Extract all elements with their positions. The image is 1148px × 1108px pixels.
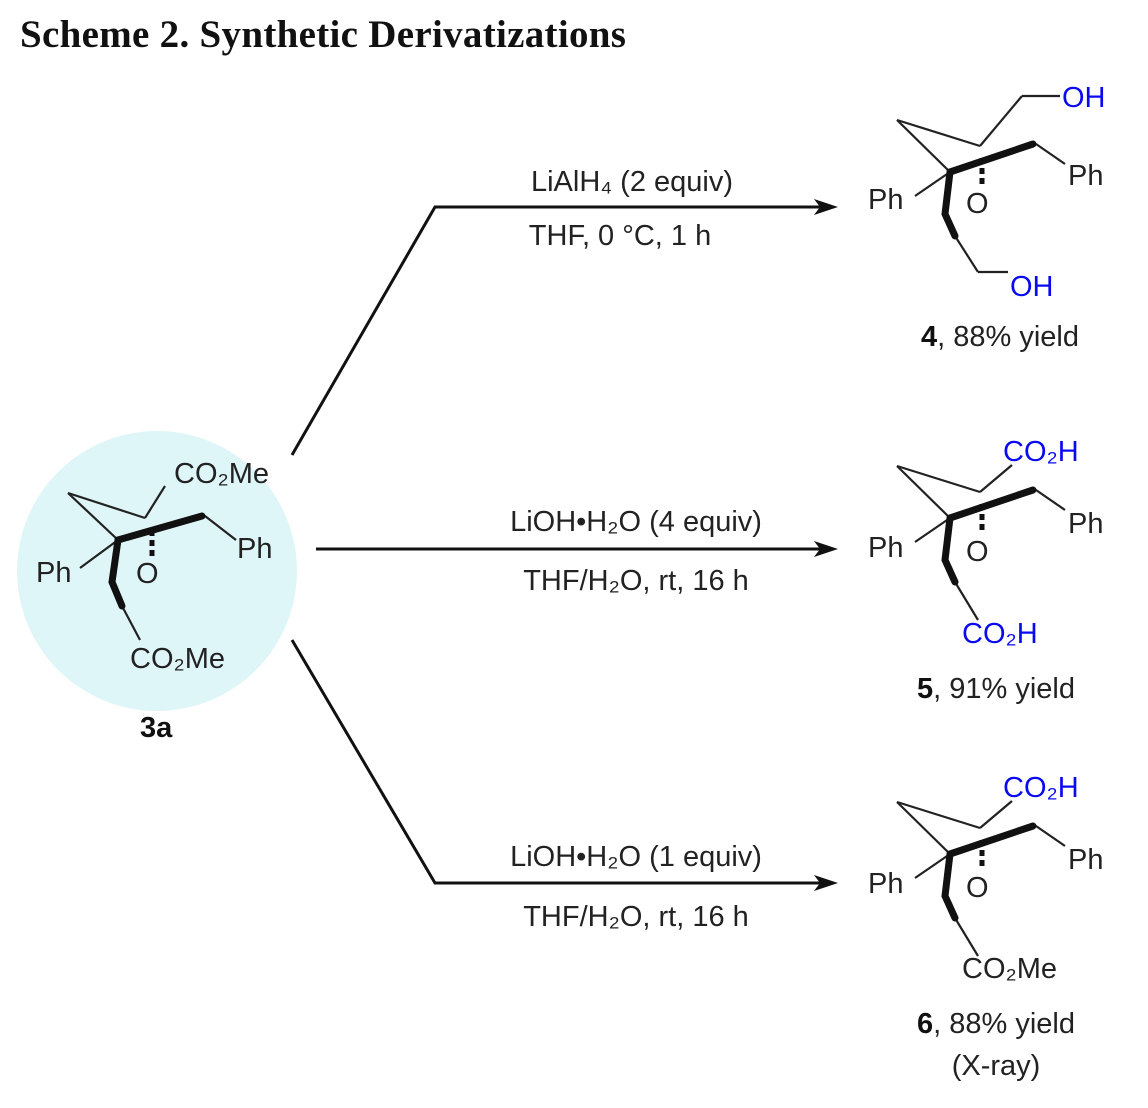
product-6-ph-right: Ph xyxy=(1068,844,1103,876)
bond xyxy=(979,800,1013,829)
start-ph-left: Ph xyxy=(36,557,71,589)
bond xyxy=(896,801,951,855)
bond xyxy=(1035,143,1066,165)
rxn2-conditions-bottom: THF/H₂O, rt, 16 h xyxy=(523,565,749,597)
bold-bond xyxy=(946,486,1037,522)
bond xyxy=(954,917,979,957)
bond xyxy=(914,171,951,197)
bond xyxy=(896,465,951,519)
product-4-molecule: OH Ph Ph O OH xyxy=(868,82,1106,303)
product-6-molecule: CO₂H Ph Ph O CO₂Me xyxy=(868,772,1103,985)
product-4-bottom-group: OH xyxy=(1010,271,1054,303)
bond xyxy=(954,235,979,273)
product-5-ph-left: Ph xyxy=(868,532,903,564)
start-compound-label: 3a xyxy=(140,712,173,744)
bond xyxy=(954,581,979,621)
start-molecule: CO₂Me Ph Ph O CO₂Me xyxy=(36,458,272,675)
product-4-ph-left: Ph xyxy=(868,184,903,216)
bond xyxy=(979,95,1023,147)
bold-bond xyxy=(946,822,1037,858)
rxn2-conditions-top: LiOH•H₂O (4 equiv) xyxy=(510,506,762,538)
bond xyxy=(896,118,981,148)
bold-bond xyxy=(114,512,206,544)
bond xyxy=(896,800,981,830)
product-4-number: 4 xyxy=(921,321,937,353)
product-4-oxygen: O xyxy=(966,188,989,220)
start-oxygen: O xyxy=(136,558,159,590)
product-6-bottom-group: CO₂Me xyxy=(962,953,1057,985)
scheme-title: Scheme 2. Synthetic Derivatizations xyxy=(20,13,627,56)
product-6-label: 6, 88% yield xyxy=(917,1008,1075,1040)
product-5-ph-right: Ph xyxy=(1068,508,1103,540)
arrow-1 xyxy=(290,199,838,456)
start-ph-right: Ph xyxy=(237,533,272,565)
arrow-1-head xyxy=(814,199,838,215)
product-5-top-group: CO₂H xyxy=(1003,436,1079,468)
start-group-bottom: CO₂Me xyxy=(130,643,225,675)
bond xyxy=(121,605,141,641)
bond xyxy=(1035,825,1066,847)
rxn3-conditions-top: LiOH•H₂O (1 equiv) xyxy=(510,841,762,873)
bond xyxy=(79,539,119,569)
bond xyxy=(67,492,119,541)
bold-bond xyxy=(941,514,959,586)
arrow-3-head xyxy=(814,875,838,891)
highlight-circle xyxy=(17,431,297,711)
bold-bond xyxy=(941,168,959,240)
bond xyxy=(896,119,951,173)
product-5-number: 5 xyxy=(917,673,933,705)
start-group-top: CO₂Me xyxy=(174,458,269,490)
product-5-molecule: CO₂H Ph Ph O CO₂H xyxy=(868,436,1103,650)
product-6-ph-left: Ph xyxy=(868,868,903,900)
arrow-3 xyxy=(290,639,838,891)
product-5-oxygen: O xyxy=(966,536,989,568)
bold-bond xyxy=(946,140,1037,176)
rxn1-conditions-top: LiAlH₄ (2 equiv) xyxy=(531,166,733,198)
arrow-3-line xyxy=(290,639,820,885)
product-5-bottom-group: CO₂H xyxy=(962,618,1038,650)
product-5-yield: , 91% yield xyxy=(933,673,1075,705)
bond xyxy=(204,515,237,541)
product-4-label: 4, 88% yield xyxy=(921,321,1079,353)
product-4-top-group: OH xyxy=(1062,82,1106,114)
bond xyxy=(914,853,951,879)
arrow-2 xyxy=(316,541,838,557)
rxn1-conditions-bottom: THF, 0 °C, 1 h xyxy=(529,220,711,252)
bold-bond xyxy=(108,536,126,610)
bond xyxy=(914,517,951,543)
bond xyxy=(67,491,146,520)
product-4-ph-right: Ph xyxy=(1068,160,1103,192)
bond xyxy=(1035,489,1066,511)
rxn3-conditions-bottom: THF/H₂O, rt, 16 h xyxy=(523,901,749,933)
bond xyxy=(896,464,981,494)
bond xyxy=(144,485,166,519)
arrow-1-line xyxy=(290,205,820,456)
product-5-label: 5, 91% yield xyxy=(917,673,1075,705)
bond xyxy=(979,464,1013,493)
product-6-top-group: CO₂H xyxy=(1003,772,1079,804)
arrow-2-head xyxy=(814,541,838,557)
product-6-yield: , 88% yield xyxy=(933,1008,1075,1040)
product-6-number: 6 xyxy=(917,1008,933,1040)
bold-bond xyxy=(941,850,959,922)
product-6-note: (X-ray) xyxy=(952,1050,1041,1082)
product-6-oxygen: O xyxy=(966,872,989,904)
product-4-yield: , 88% yield xyxy=(937,321,1079,353)
